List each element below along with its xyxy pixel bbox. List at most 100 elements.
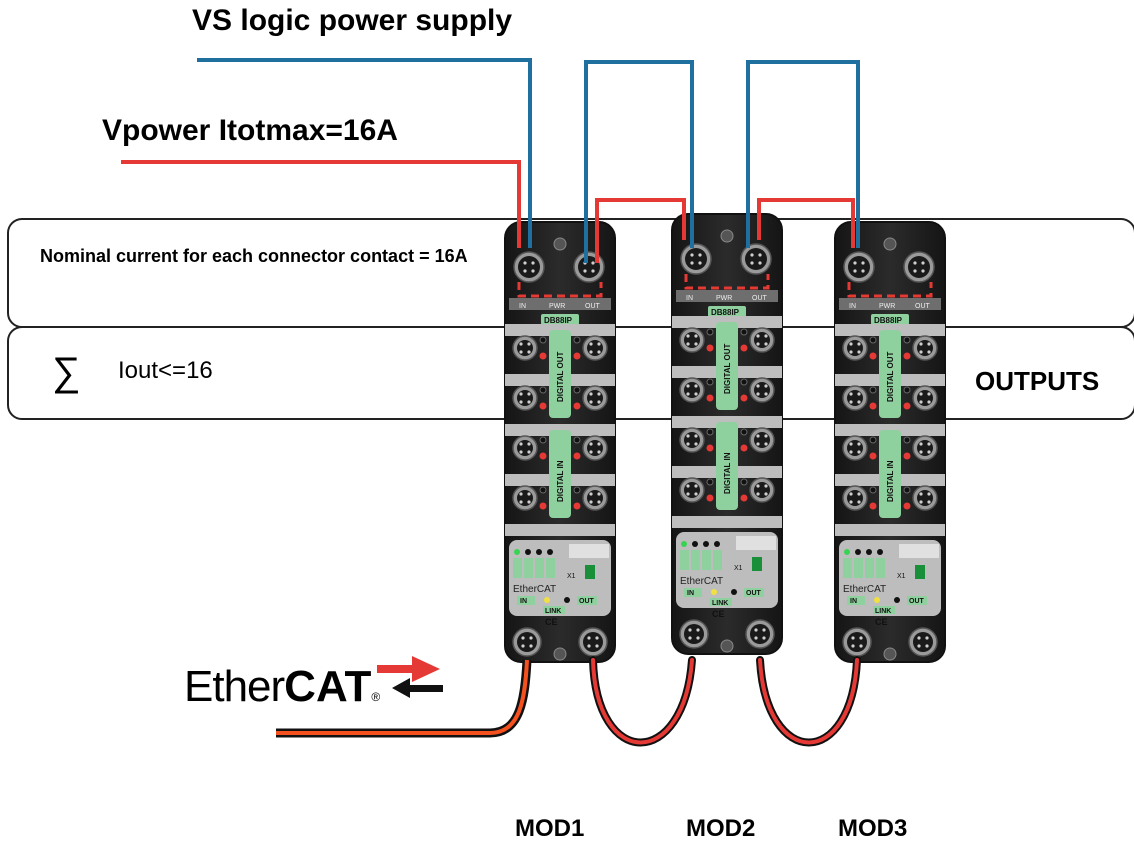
digital-out-label: DIGITAL OUT [723, 344, 732, 394]
io-connector-left-face [847, 440, 863, 456]
ethercat-in-connector-pin [688, 628, 692, 632]
link-led-off [564, 597, 570, 603]
status-led-red [903, 402, 911, 410]
status-led-red [539, 502, 547, 510]
io-connector-right-pin [927, 492, 931, 496]
status-led-red [706, 494, 714, 502]
digital-in-label: DIGITAL IN [886, 460, 895, 502]
io-connector-left-pin [527, 392, 531, 396]
status-led-red [539, 352, 547, 360]
io-connector-left-pin [686, 334, 690, 338]
power-out-connector-pin [591, 261, 595, 265]
io-connector-right-face [917, 440, 933, 456]
io-connector-right-pin [764, 484, 768, 488]
ethercat-out-connector-pin [925, 644, 929, 648]
status-led-off [573, 486, 581, 494]
io-connector-left-pin [857, 442, 861, 446]
ethercat-out-connector-pin [754, 636, 758, 640]
status-led-off [706, 378, 714, 386]
module-status-led [844, 549, 850, 555]
status-led-red [869, 402, 877, 410]
ethercat-logo-arrows [377, 656, 443, 698]
ethercat-out-connector-face [750, 624, 770, 644]
io-connector-left-pin [857, 500, 861, 504]
ethercat-in-connector-pin [696, 628, 700, 632]
io-connector-left-pin [694, 434, 698, 438]
module-status-label [876, 558, 885, 578]
io-connector-left-pin [857, 392, 861, 396]
module-status-led [536, 549, 542, 555]
status-led-off [706, 328, 714, 336]
io-connector-right-face [587, 340, 603, 356]
power-port-in-label: IN [519, 303, 526, 310]
io-connector-left-face [684, 482, 700, 498]
status-led-red [539, 402, 547, 410]
io-connector-right-pin [589, 442, 593, 446]
io-connector-left-pin [857, 400, 861, 404]
module-x1-label: X1 [734, 565, 743, 572]
status-led-red [740, 394, 748, 402]
screw-icon [553, 237, 567, 251]
port-out-tag-label: OUT [909, 598, 925, 605]
io-connector-right-face [587, 490, 603, 506]
power-out-connector-face [578, 256, 600, 278]
vpower-wire-feed [121, 160, 521, 248]
status-led-red [740, 494, 748, 502]
ground-screw-icon [553, 647, 567, 661]
power-out-connector-pin [921, 261, 925, 265]
status-led-off [539, 486, 547, 494]
module-status-label [713, 550, 722, 570]
io-connector-right-pin [756, 492, 760, 496]
module-status-label [843, 558, 852, 578]
power-out-connector-pin [913, 261, 917, 265]
io-connector-right-pin [597, 342, 601, 346]
model-label: DB88IP [874, 316, 903, 325]
io-connector-left-pin [694, 384, 698, 388]
module-status-led [681, 541, 687, 547]
power-port-pwr-label: PWR [716, 295, 732, 302]
link-led-off [894, 597, 900, 603]
io-connector-right-pin [919, 442, 923, 446]
module-x1-label: X1 [567, 573, 576, 580]
ethercat-out-connector-face [913, 632, 933, 652]
module-name-mod2: MOD2 [686, 815, 756, 842]
io-connector-left-pin [527, 400, 531, 404]
io-connector-left-pin [519, 342, 523, 346]
power-port-in-label: IN [849, 303, 856, 310]
ethercat-cable-mod1-mod2-outer [589, 656, 696, 747]
io-connector-left-pin [857, 342, 861, 346]
ethercat-out-connector-face [583, 632, 603, 652]
module-status-label [854, 558, 863, 578]
io-connector-left-face [684, 382, 700, 398]
power-label-strip [676, 290, 778, 302]
digital-in-strip [879, 430, 901, 518]
power-out-connector-face [745, 248, 767, 270]
model-label: DB88IP [711, 308, 740, 317]
power-in-connector-face [518, 256, 540, 278]
ethercat-out-connector-pin [595, 644, 599, 648]
io-connector-right-pin [927, 342, 931, 346]
io-connector-right-pin [764, 442, 768, 446]
io-connector-left-face [517, 340, 533, 356]
power-in-connector-pin [861, 261, 865, 265]
status-led-red [869, 452, 877, 460]
module-status-label [702, 550, 711, 570]
io-connector-left-pin [519, 500, 523, 504]
status-led-off [869, 486, 877, 494]
status-led-off [903, 336, 911, 344]
ethercat-logo-ether: Ether [184, 662, 285, 711]
status-led-red [869, 352, 877, 360]
status-led-red [573, 502, 581, 510]
io-connector-left-pin [857, 450, 861, 454]
io-connector-left-pin [849, 500, 853, 504]
model-label-bg [541, 314, 579, 325]
io-connector-right-pin [589, 400, 593, 404]
vs-wire-mod2-mod3 [746, 60, 860, 248]
port-in-tag [684, 588, 702, 597]
io-connector-right-pin [764, 334, 768, 338]
io-connector-right-pin [597, 350, 601, 354]
io-connector-left-pin [527, 500, 531, 504]
module-status-label [680, 550, 689, 570]
